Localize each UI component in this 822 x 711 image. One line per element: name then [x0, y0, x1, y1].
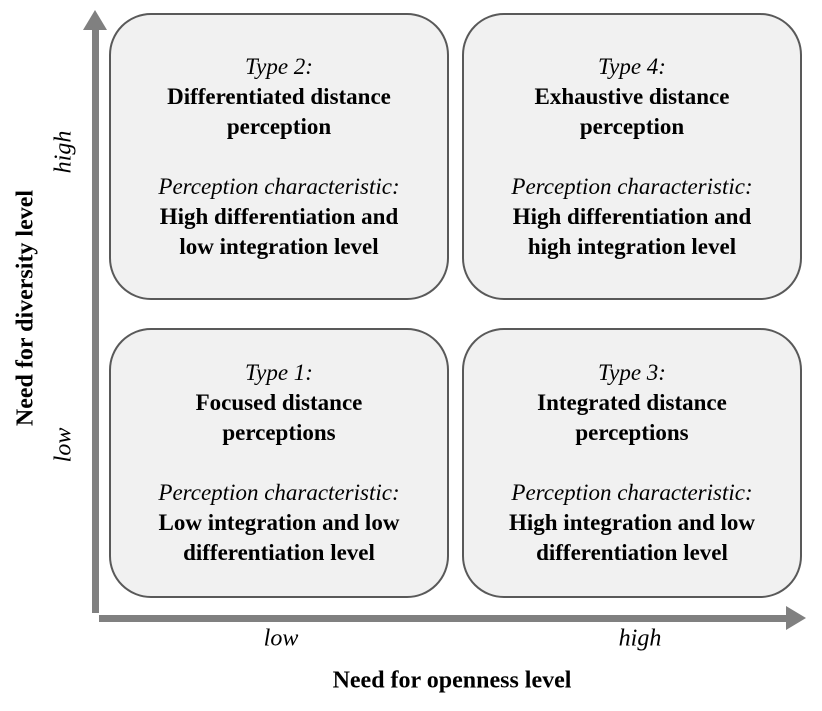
- quadrant-type-4: Type 4: Exhaustive distance perception P…: [462, 13, 802, 300]
- quadrant-characteristic: High differentiation and low integration…: [159, 203, 399, 259]
- quadrant-characteristic: High integration and low differentiation…: [508, 510, 755, 565]
- x-axis-title: Need for openness level: [332, 667, 572, 694]
- quadrant-type-label: Type 3:: [598, 360, 666, 385]
- quadrant-name: Exhaustive distance perception: [534, 83, 730, 139]
- quadrant-name: Differentiated distance perception: [167, 83, 391, 139]
- quadrant-name: Focused distance perceptions: [195, 390, 363, 445]
- x-axis-line: [99, 615, 788, 622]
- y-axis-line: [92, 28, 99, 613]
- y-axis-arrowhead-icon: [83, 10, 107, 30]
- quadrant-characteristic: Low integration and low differentiation …: [158, 510, 400, 565]
- quadrant-name: Integrated distance perceptions: [537, 390, 727, 445]
- y-axis-title: Need for diversity level: [12, 189, 39, 427]
- quadrant-type-1: Type 1: Focused distance perceptions Per…: [109, 328, 449, 598]
- x-axis-arrowhead-icon: [786, 606, 806, 630]
- quadrant-characteristic-label: Perception characteristic:: [511, 173, 753, 199]
- x-axis-tick-high: high: [618, 625, 662, 652]
- quadrant-characteristic: High differentiation and high integratio…: [512, 203, 752, 259]
- quadrant-type-label: Type 1:: [245, 360, 313, 385]
- quadrant-type-label: Type 2:: [245, 53, 313, 79]
- quadrant-characteristic-label: Perception characteristic:: [511, 480, 753, 505]
- quadrant-characteristic-label: Perception characteristic:: [158, 480, 400, 505]
- quadrant-characteristic-label: Perception characteristic:: [158, 173, 400, 199]
- y-axis-tick-high: high: [50, 130, 77, 174]
- y-axis-tick-low: low: [50, 427, 77, 463]
- quadrant-type-3: Type 3: Integrated distance perceptions …: [462, 328, 802, 598]
- x-axis-tick-low: low: [263, 625, 299, 652]
- quadrant-type-2: Type 2: Differentiated distance percepti…: [109, 13, 449, 300]
- quadrant-type-label: Type 4:: [598, 53, 666, 79]
